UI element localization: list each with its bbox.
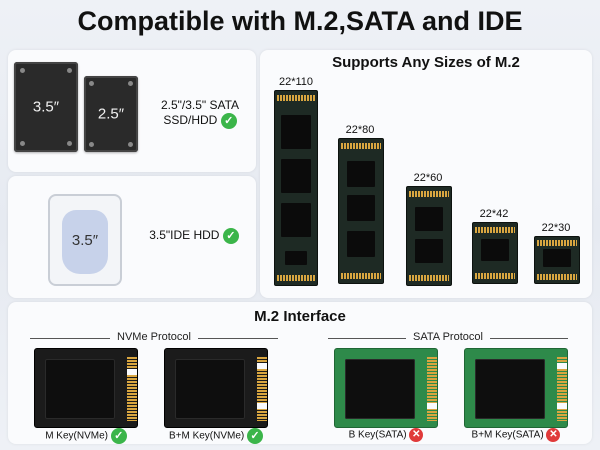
drive-2-5-inch: 2.5″: [84, 76, 138, 152]
ssd-22x80: [338, 138, 384, 284]
size-label: 22*110: [278, 76, 314, 88]
ide-hdd-image: 3.5″: [48, 194, 122, 286]
check-icon: ✓: [222, 228, 239, 244]
m-key-nvme-card: [34, 348, 138, 428]
b-key-sata-card: [334, 348, 438, 428]
size-label: 22*30: [541, 222, 571, 234]
drive-size-label: 3.5″: [71, 232, 99, 249]
sata-description: 2.5"/3.5" SATA SSD/HDD ✓: [144, 98, 256, 129]
sata-protocol-label: SATA Protocol: [413, 331, 483, 343]
ide-label: 3.5"IDE HDD: [149, 228, 220, 243]
sata-panel: 3.5″ 2.5″ 2.5"/3.5" SATA SSD/HDD ✓: [8, 50, 256, 172]
ssd-22x110: [274, 90, 318, 286]
size-label: 22*42: [479, 208, 509, 220]
sizes-title: Supports Any Sizes of M.2: [332, 54, 520, 71]
cross-icon: ✕: [546, 428, 561, 442]
card-label: B Key(SATA) ✕: [324, 428, 448, 442]
card-label: M Key(NVMe) ✓: [24, 428, 148, 444]
ide-description: 3.5"IDE HDD ✓: [132, 228, 256, 244]
sata-line-2: SSD/HDD: [163, 113, 218, 128]
card-label: B+M Key(NVMe) ✓: [154, 428, 278, 444]
nvme-protocol-label: NVMe Protocol: [117, 331, 191, 343]
interface-title: M.2 Interface: [254, 308, 346, 325]
divider: [328, 338, 406, 339]
divider: [198, 338, 278, 339]
page-title: Compatible with M.2,SATA and IDE: [77, 6, 523, 36]
divider: [30, 338, 110, 339]
ssd-22x30: [534, 236, 580, 284]
drive-size-label: 3.5″: [32, 98, 60, 116]
m2-interface-panel: M.2 Interface NVMe Protocol SATA Protoco…: [8, 302, 592, 444]
drive-size-label: 2.5″: [97, 105, 125, 123]
check-icon: ✓: [220, 113, 237, 129]
check-icon: ✓: [247, 428, 264, 444]
m2-sizes-panel: Supports Any Sizes of M.2 22*110 22*80 2…: [260, 50, 592, 298]
size-label: 22*80: [345, 124, 375, 136]
ssd-22x42: [472, 222, 518, 284]
divider: [490, 338, 568, 339]
ide-panel: 3.5″ 3.5"IDE HDD ✓: [8, 176, 256, 298]
size-label: 22*60: [413, 172, 443, 184]
bm-key-nvme-card: [164, 348, 268, 428]
cross-icon: ✕: [409, 428, 424, 442]
hdd-platter: [62, 210, 108, 274]
drive-3-5-inch: 3.5″: [14, 62, 78, 152]
check-icon: ✓: [110, 428, 127, 444]
ssd-22x60: [406, 186, 452, 286]
bm-key-sata-card: [464, 348, 568, 428]
card-label: B+M Key(SATA) ✕: [454, 428, 578, 442]
sata-line-1: 2.5"/3.5" SATA: [160, 98, 240, 112]
